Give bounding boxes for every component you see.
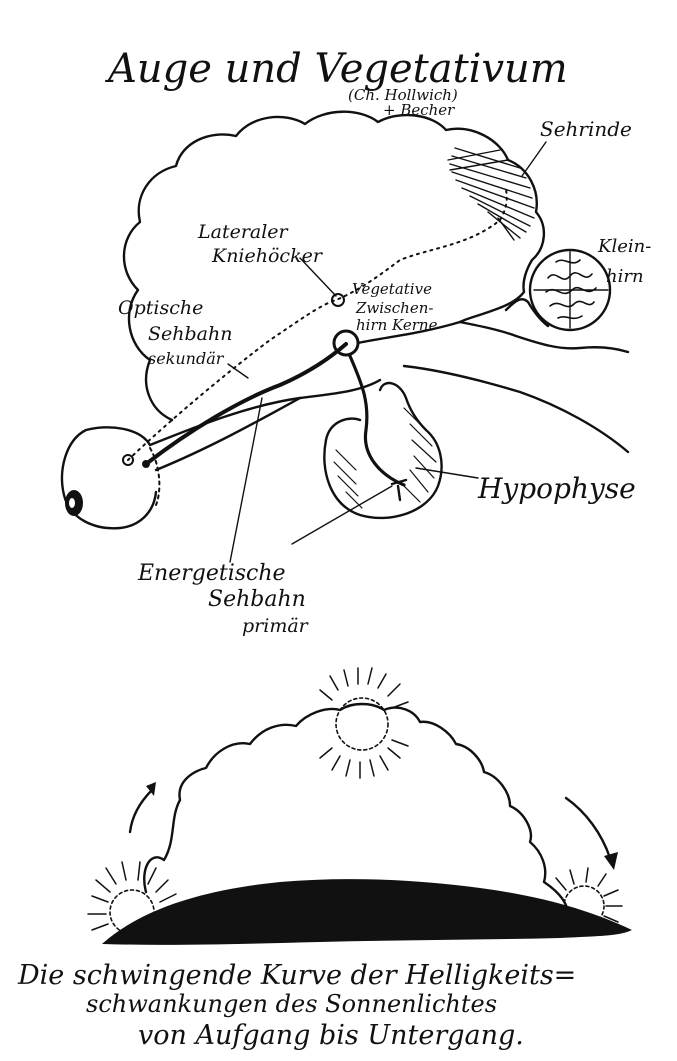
label-energetische-2: Sehbahn xyxy=(208,587,306,612)
cerebellum-figure xyxy=(530,250,610,330)
label-optische-1: Optische xyxy=(118,297,203,319)
label-energetische-3: primär xyxy=(242,615,310,637)
arrow-down-right xyxy=(566,798,610,858)
caption-line-2: schwankungen des Sonnenlichtes xyxy=(86,990,497,1018)
label-kleinhirn-2: hirn xyxy=(606,266,644,287)
label-vegetative-2: Zwischen- xyxy=(355,299,433,317)
label-vegetative-3: hirn Kerne xyxy=(356,316,438,334)
caption-line-3: von Aufgang bis Untergang. xyxy=(138,1020,524,1051)
label-hypophyse: Hypophyse xyxy=(477,472,636,505)
brainstem-lower xyxy=(404,366,628,452)
eye-figure xyxy=(62,427,159,528)
label-optische-2: Sehbahn xyxy=(148,323,232,345)
arrow-up-left xyxy=(130,790,152,832)
sun-curve-figure xyxy=(88,668,632,945)
label-kleinhirn-1: Klein- xyxy=(597,236,651,257)
sun-zenith xyxy=(336,698,388,750)
label-lateraler-1: Lateraler xyxy=(197,221,290,243)
diagram-title: Auge und Vegetativum xyxy=(104,46,568,92)
label-optische-3: sekundär xyxy=(148,349,225,368)
label-lateraler-2: Kniehöcker xyxy=(211,245,324,267)
brainstem-outline xyxy=(460,322,628,352)
label-energetische-1: Energetische xyxy=(137,561,286,586)
label-sehrinde: Sehrinde xyxy=(540,117,632,141)
caption-line-1: Die schwingende Kurve der Helligkeits= xyxy=(17,960,576,991)
sun-zenith-rays xyxy=(320,668,408,778)
brain-outline xyxy=(124,112,544,420)
label-vegetative-1: Vegetative xyxy=(352,280,432,298)
cerebellum-stalk xyxy=(506,299,548,326)
